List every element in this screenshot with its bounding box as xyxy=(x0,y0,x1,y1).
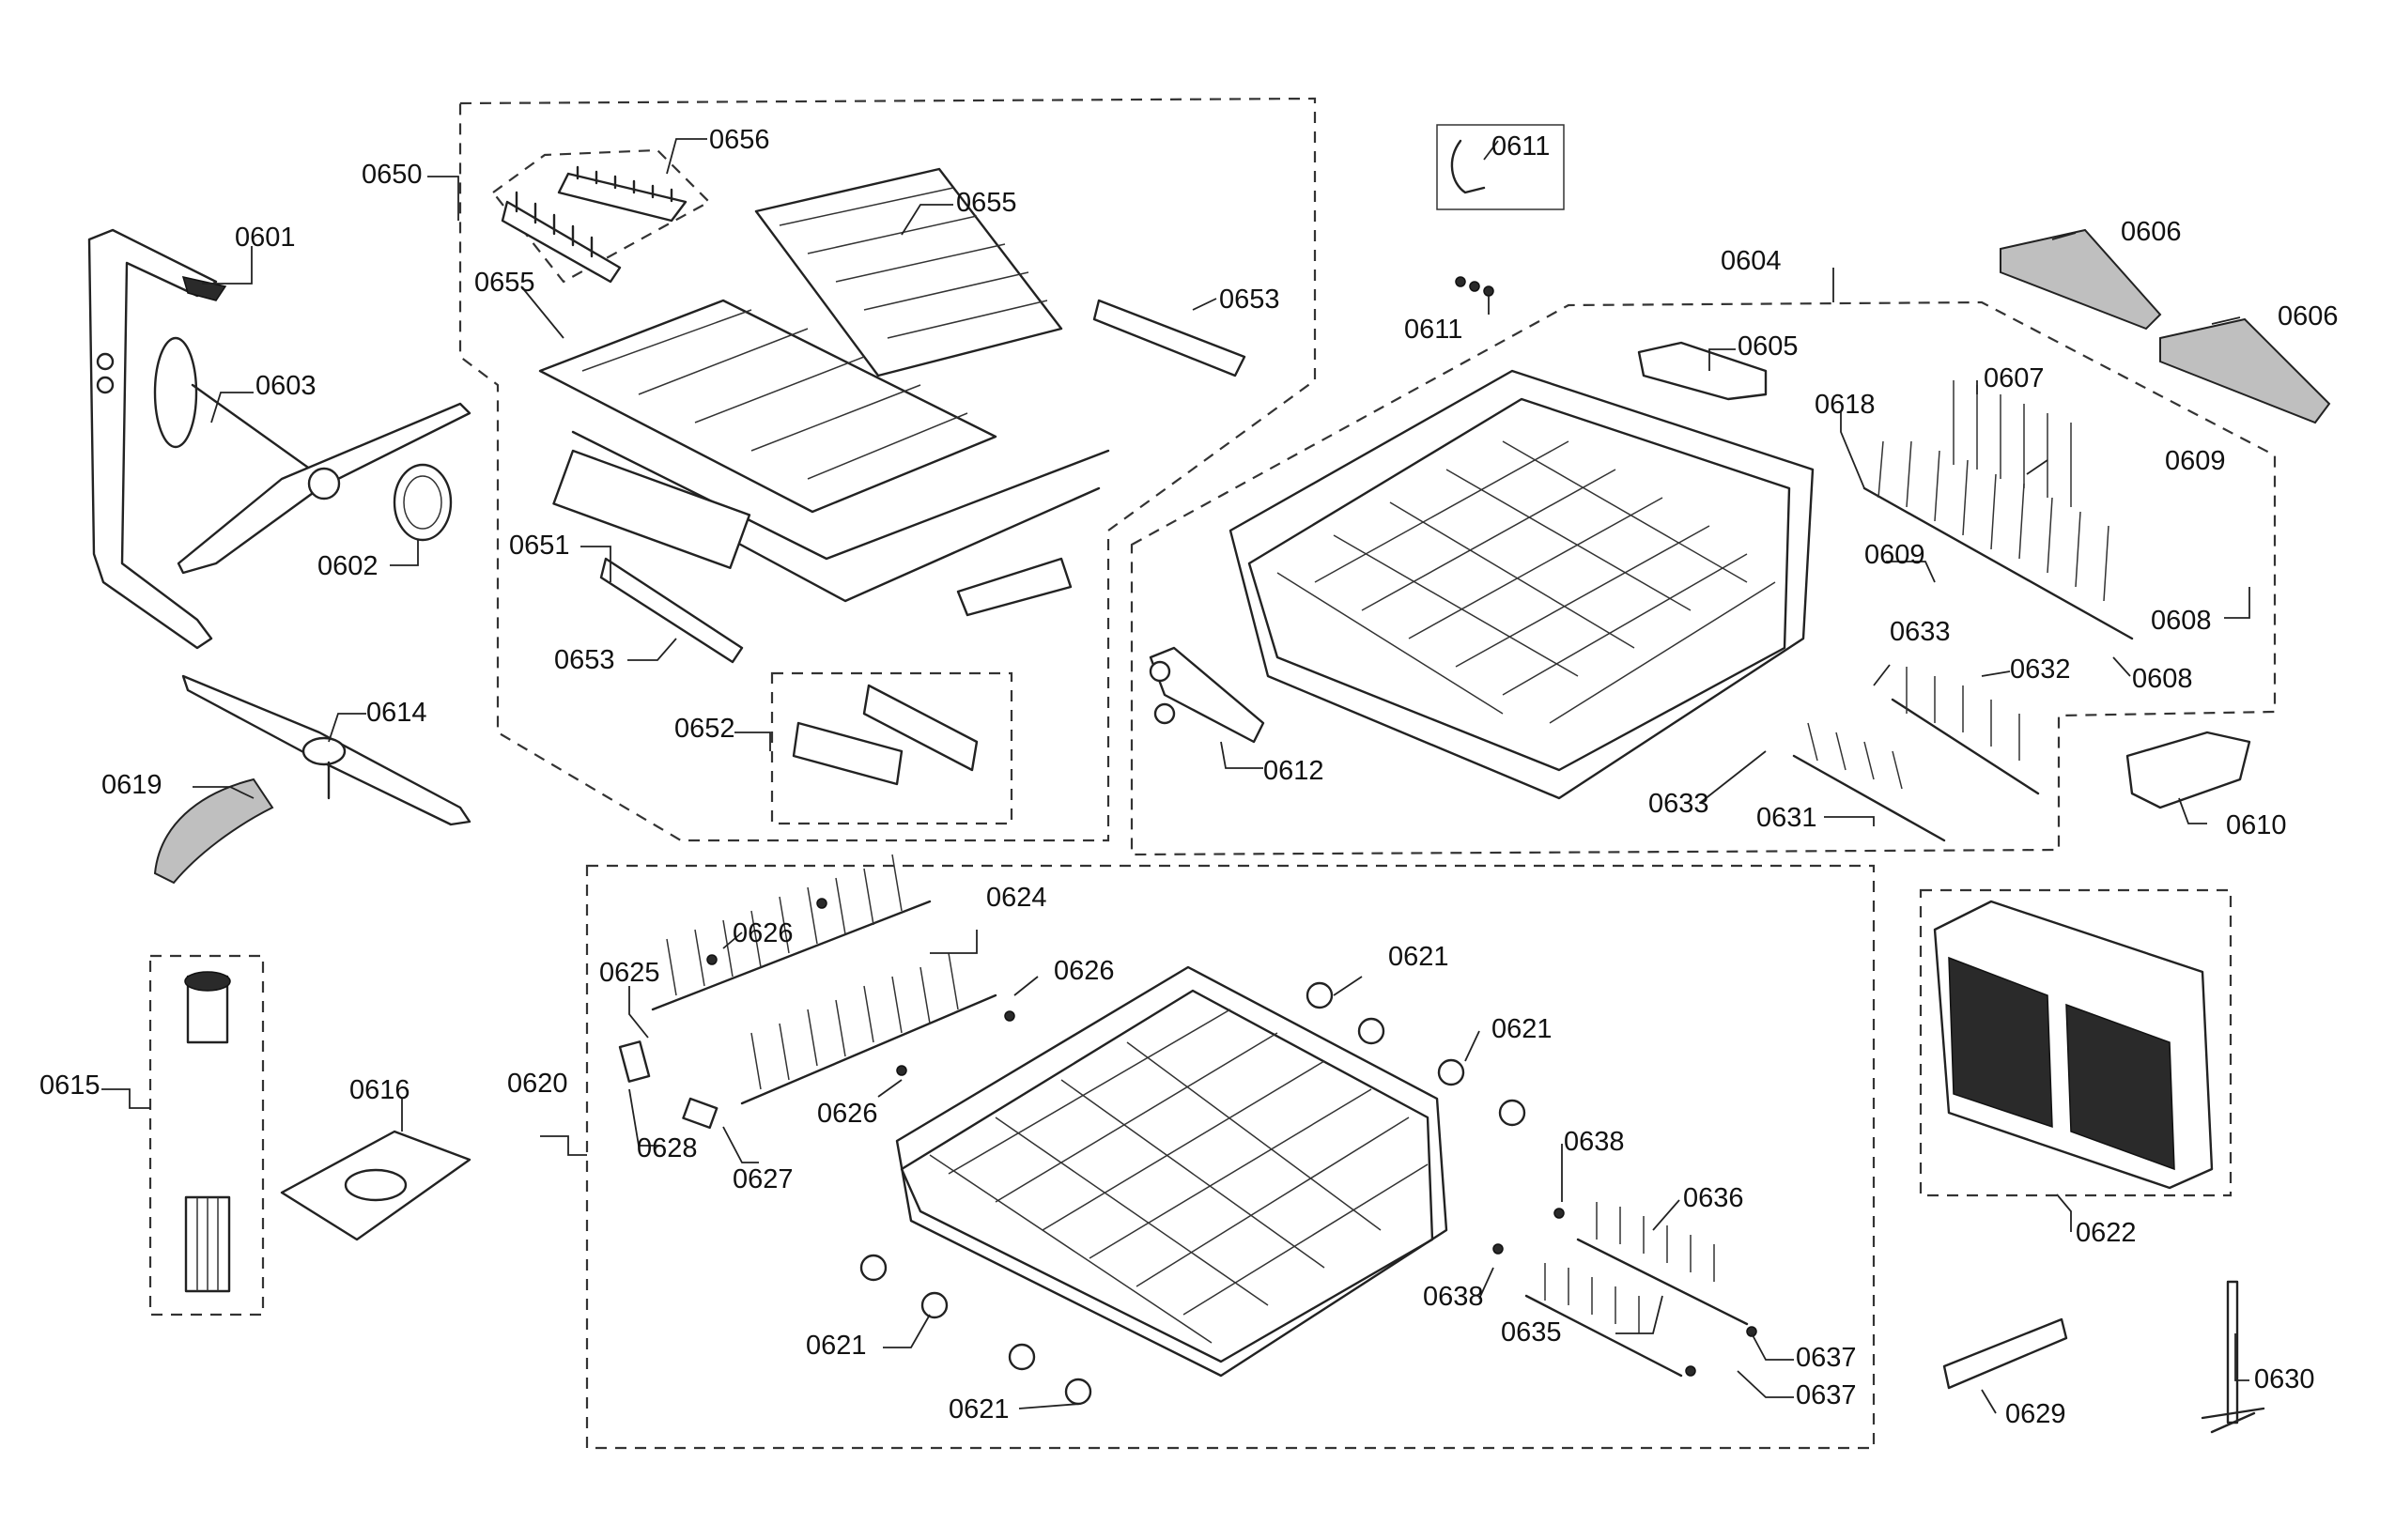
part-label-0612: 0612 xyxy=(1263,756,1324,786)
part-label-0608: 0608 xyxy=(2132,664,2193,694)
tine-rows-0631-0632 xyxy=(1792,667,2040,842)
part-label-0621: 0621 xyxy=(1388,942,1449,972)
part-label-0608: 0608 xyxy=(2151,606,2212,636)
part-label-0655: 0655 xyxy=(474,268,535,298)
part-label-0620: 0620 xyxy=(507,1069,568,1099)
part-label-0611: 0611 xyxy=(1404,315,1462,345)
part-label-0606: 0606 xyxy=(2278,301,2339,331)
part-label-0628: 0628 xyxy=(637,1133,698,1163)
part-label-0652: 0652 xyxy=(674,714,735,744)
part-label-0655: 0655 xyxy=(956,188,1017,218)
part-label-0626: 0626 xyxy=(1054,956,1115,986)
group-box-0620 xyxy=(585,864,1876,1450)
part-labels: 0601 0602 0603 0604 0605 0606 0606 0607 … xyxy=(39,125,2339,1429)
part-label-0630: 0630 xyxy=(2254,1364,2315,1394)
part-label-0602: 0602 xyxy=(317,551,379,581)
group-box-0604 xyxy=(1130,300,2277,856)
part-label-0622: 0622 xyxy=(2076,1218,2137,1248)
part-label-0601: 0601 xyxy=(235,223,296,253)
part-label-0619: 0619 xyxy=(101,770,162,800)
lower-rack-0620 xyxy=(895,965,1448,1378)
part-label-0637: 0637 xyxy=(1796,1380,1857,1410)
rack-wheels-0621 xyxy=(859,981,1526,1406)
part-label-0629: 0629 xyxy=(2005,1399,2066,1429)
part-label-0621: 0621 xyxy=(1491,1014,1553,1044)
handle-0610 xyxy=(2125,731,2251,809)
leader-lines xyxy=(101,138,2250,1414)
part-label-0626: 0626 xyxy=(817,1099,878,1129)
part-label-0653: 0653 xyxy=(1219,285,1280,315)
tine-combs-0624 xyxy=(651,854,997,1105)
bracket-0605 xyxy=(1637,341,1768,401)
upper-spray-arm-0603 xyxy=(153,336,471,575)
rail-caps-0653 xyxy=(599,299,1246,664)
part-label-0604: 0604 xyxy=(1721,246,1782,276)
lower-spray-arm-0614 xyxy=(181,674,471,826)
part-label-0638: 0638 xyxy=(1423,1282,1484,1312)
part-label-0610: 0610 xyxy=(2226,810,2287,840)
inset-box-0611 xyxy=(1436,124,1565,210)
part-label-0625: 0625 xyxy=(599,958,660,988)
part-label-0616: 0616 xyxy=(349,1075,410,1105)
part-label-0615: 0615 xyxy=(39,1070,100,1101)
part-label-0631: 0631 xyxy=(1756,803,1817,833)
small-clips-0625-0628 xyxy=(618,898,1015,1130)
tine-rows-0635-0636 xyxy=(1492,1202,1757,1378)
part-label-0603: 0603 xyxy=(255,371,317,401)
part-label-0633: 0633 xyxy=(1890,617,1951,647)
part-label-0621: 0621 xyxy=(806,1331,867,1361)
part-label-0609: 0609 xyxy=(1864,540,1925,570)
group-box-0652 xyxy=(770,671,1013,825)
cutlery-basket-0622 xyxy=(1933,900,2214,1190)
tine-row-0606b xyxy=(2159,317,2331,424)
strainer-disc-0602 xyxy=(393,463,453,542)
group-box-0650 xyxy=(458,97,1317,842)
part-label-0632: 0632 xyxy=(2010,654,2071,685)
part-label-0636: 0636 xyxy=(1683,1183,1744,1213)
fold-tines-0607 xyxy=(1862,380,2134,640)
part-label-0611: 0611 xyxy=(1491,131,1550,162)
part-label-0653: 0653 xyxy=(554,645,615,675)
part-label-0609: 0609 xyxy=(2165,446,2226,476)
part-label-0606: 0606 xyxy=(2121,217,2182,247)
part-label-0618: 0618 xyxy=(1815,390,1876,420)
part-label-0614: 0614 xyxy=(366,698,427,728)
part-label-0624: 0624 xyxy=(986,883,1047,913)
part-label-0605: 0605 xyxy=(1738,331,1799,362)
comb-insert-0656 xyxy=(501,165,688,284)
part-label-0621: 0621 xyxy=(949,1394,1010,1424)
group-box-0656 xyxy=(491,148,711,284)
part-label-0627: 0627 xyxy=(733,1164,794,1194)
part-label-0633: 0633 xyxy=(1648,789,1709,819)
part-label-0650: 0650 xyxy=(362,160,423,190)
part-label-0637: 0637 xyxy=(1796,1343,1857,1373)
tine-row-0606a xyxy=(2000,228,2162,331)
rail-cover-0629 xyxy=(1942,1317,2068,1390)
part-label-0638: 0638 xyxy=(1564,1127,1625,1157)
filter-cover-0619 xyxy=(153,778,274,885)
part-label-0607: 0607 xyxy=(1984,363,2045,393)
track-parts-0652 xyxy=(792,684,979,786)
group-box-0622 xyxy=(1919,888,2233,1197)
stand-0630 xyxy=(2201,1280,2265,1434)
part-label-0626: 0626 xyxy=(733,918,794,948)
cutlery-trays-0655 xyxy=(538,167,1110,603)
upper-rack-0604 xyxy=(1228,369,1815,800)
clip-0611 xyxy=(1450,139,1494,297)
fine-filter-plate-0616 xyxy=(280,1130,471,1241)
part-label-0656: 0656 xyxy=(709,125,770,155)
wheel-bracket-0612 xyxy=(1149,646,1265,744)
filter-cylinders-0615 xyxy=(184,971,231,1293)
part-label-0635: 0635 xyxy=(1501,1317,1562,1348)
part-label-0651: 0651 xyxy=(509,531,570,561)
spray-supply-pipe-0601 xyxy=(87,228,227,650)
